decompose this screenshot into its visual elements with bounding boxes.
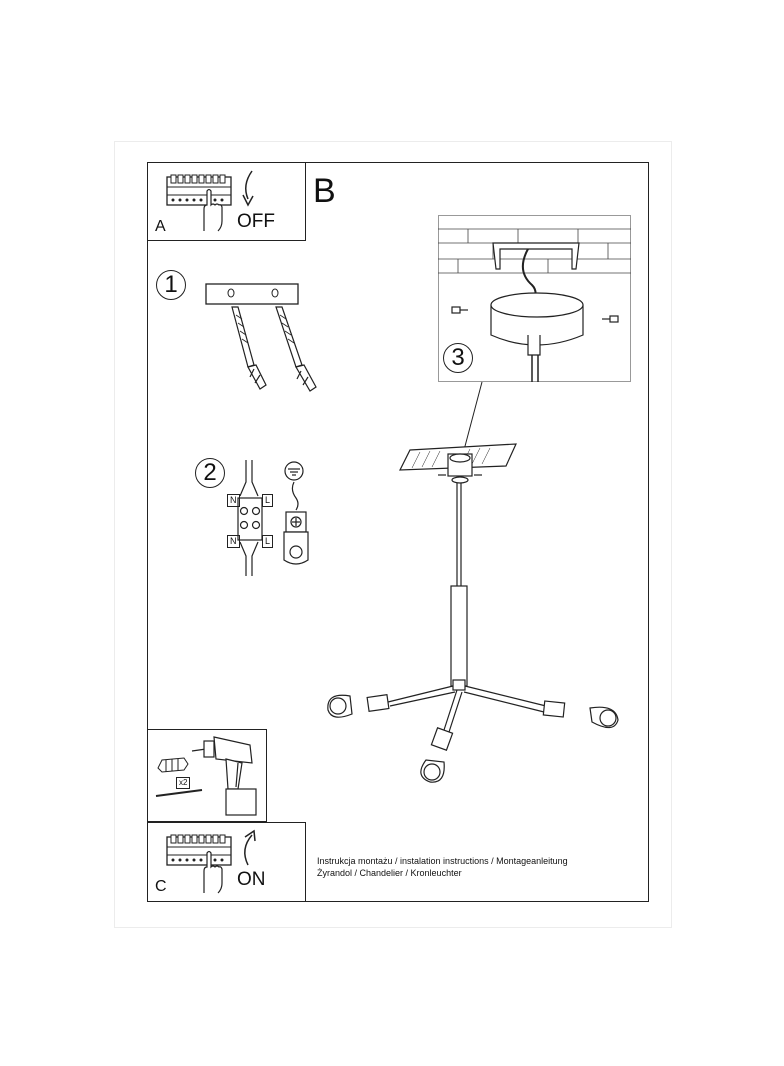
ceiling-mount-plate-illustration xyxy=(205,283,299,305)
wall-plug-and-screw-icon xyxy=(155,757,203,797)
callout-line xyxy=(463,381,483,451)
arrow-down-icon xyxy=(242,170,254,207)
panel-a-letter: A xyxy=(155,218,166,235)
panel-a: OFF A xyxy=(147,162,306,241)
ceiling-canopy-detail-illustration xyxy=(438,228,631,382)
hand-icon xyxy=(203,850,223,894)
wall-plug-screw-illustration xyxy=(231,306,317,392)
panel-b-letter: B xyxy=(313,172,336,210)
instruction-frame xyxy=(147,162,649,902)
wire-label-neutral-top: N xyxy=(227,494,240,507)
terminal-block-illustration xyxy=(237,460,263,576)
on-label: ON xyxy=(237,869,266,890)
off-label: OFF xyxy=(237,211,275,232)
step-1-badge: 1 xyxy=(156,270,186,300)
wire-label-neutral-bottom: N xyxy=(227,535,240,548)
panel-c: ON C xyxy=(147,822,306,902)
caption-line-1: Instrukcja montażu / instalation instruc… xyxy=(317,856,568,866)
chandelier-illustration xyxy=(327,443,619,783)
step-2-badge: 2 xyxy=(195,458,225,488)
wire-label-live-bottom: L xyxy=(262,535,274,548)
drill-icon xyxy=(191,736,257,816)
quantity-label: x2 xyxy=(176,777,191,789)
instruction-sheet xyxy=(114,141,672,928)
hand-icon xyxy=(203,188,223,232)
caption: Instrukcja montażu / instalation instruc… xyxy=(317,855,568,879)
wire-label-live-top: L xyxy=(262,494,274,507)
arrow-up-icon xyxy=(244,829,256,866)
step-3-badge: 3 xyxy=(443,343,473,373)
circuit-breaker-icon xyxy=(166,174,232,206)
circuit-breaker-icon xyxy=(166,834,232,866)
ground-terminal-illustration xyxy=(283,461,309,565)
caption-line-2: Żyrandol / Chandelier / Kronleuchter xyxy=(317,868,462,878)
panel-c-letter: C xyxy=(155,878,167,895)
